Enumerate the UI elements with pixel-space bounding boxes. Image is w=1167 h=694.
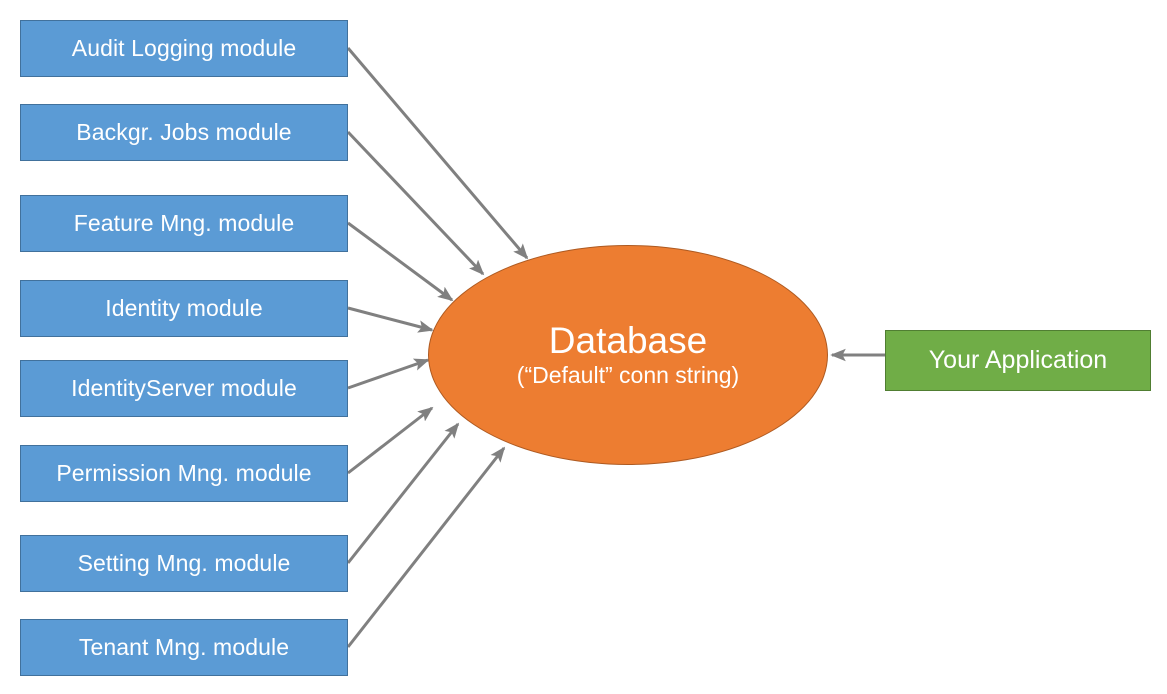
identity-to-database	[347, 306, 434, 333]
module-label: Setting Mng. module	[77, 550, 291, 576]
module-label: Backgr. Jobs module	[76, 119, 292, 145]
identityserver-to-database	[347, 358, 430, 390]
module-box[interactable]: Audit Logging module	[20, 20, 348, 77]
module-label: IdentityServer module	[71, 375, 297, 401]
audit-logging-to-database	[346, 47, 529, 260]
database-title: Database	[548, 319, 708, 361]
permission-mng-to-database	[347, 406, 434, 475]
database-node[interactable]: Database (“Default” conn string)	[428, 245, 828, 465]
module-box[interactable]: IdentityServer module	[20, 360, 348, 417]
module-label: Audit Logging module	[71, 35, 297, 61]
tenant-mng-to-database	[346, 446, 506, 648]
database-subtitle: (“Default” conn string)	[516, 361, 740, 388]
module-box[interactable]: Setting Mng. module	[20, 535, 348, 592]
module-box[interactable]: Feature Mng. module	[20, 195, 348, 252]
background-jobs-to-database	[346, 130, 485, 276]
module-label: Identity module	[105, 295, 263, 321]
module-label: Tenant Mng. module	[78, 634, 290, 660]
module-box[interactable]: Permission Mng. module	[20, 445, 348, 502]
setting-mng-to-database	[346, 422, 460, 564]
module-label: Feature Mng. module	[73, 210, 295, 236]
your-application-node[interactable]: Your Application	[885, 330, 1151, 391]
module-label: Permission Mng. module	[56, 460, 312, 486]
module-box[interactable]: Tenant Mng. module	[20, 619, 348, 676]
feature-mng-to-database	[347, 221, 454, 302]
your-application-label: Your Application	[928, 346, 1108, 374]
module-box[interactable]: Identity module	[20, 280, 348, 337]
module-box[interactable]: Backgr. Jobs module	[20, 104, 348, 161]
